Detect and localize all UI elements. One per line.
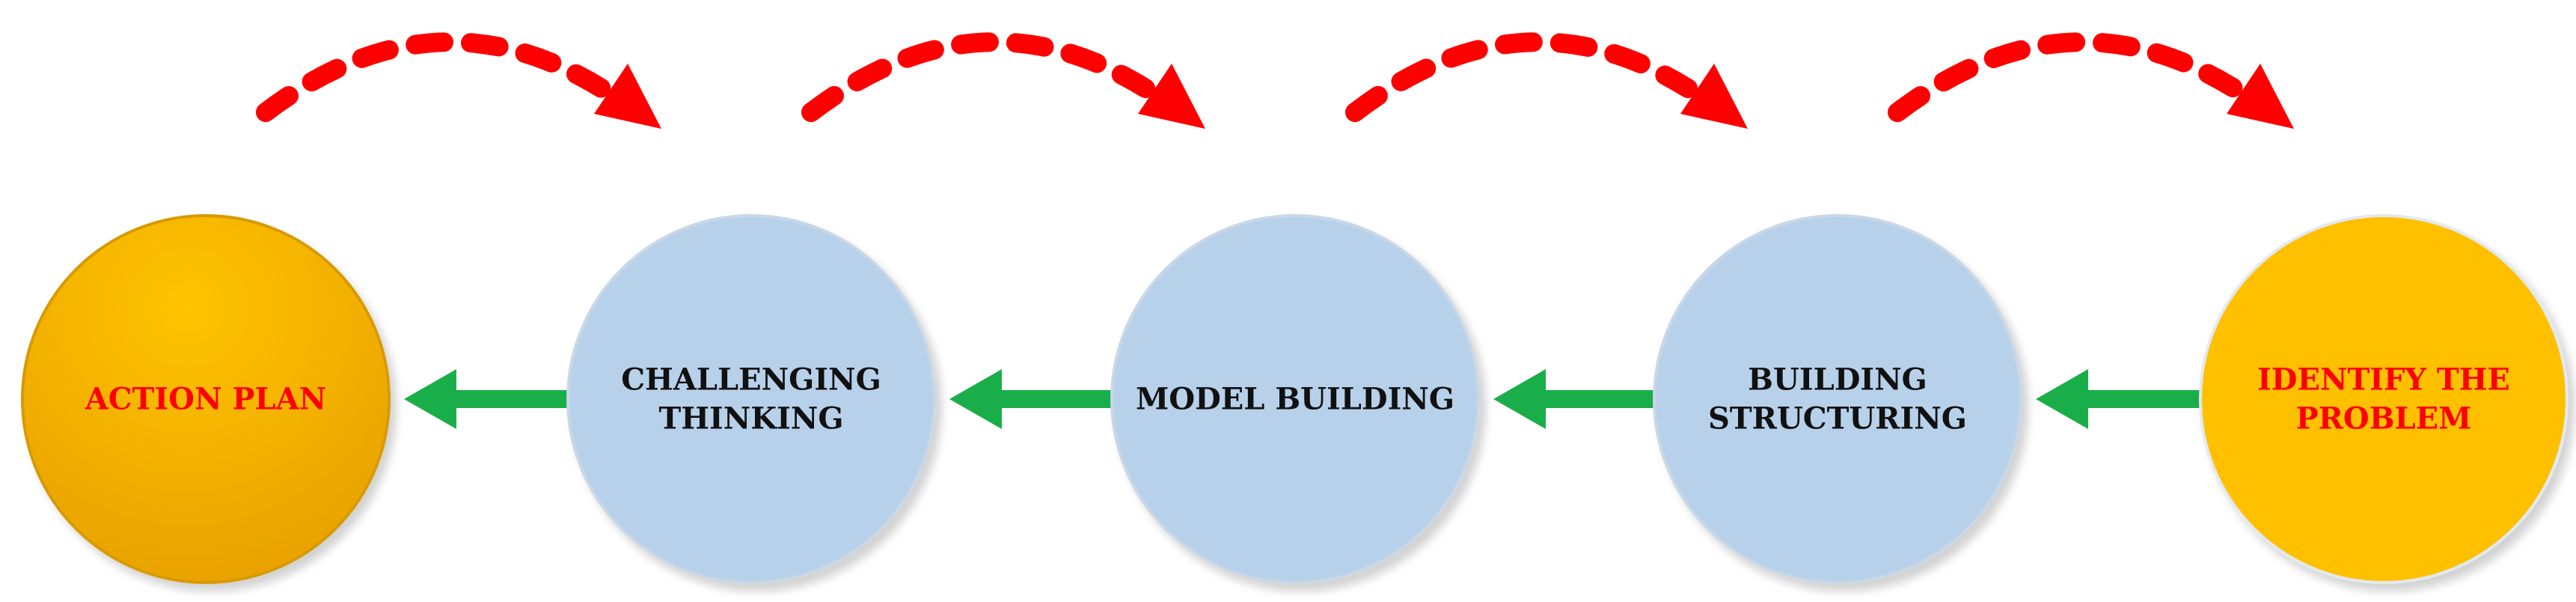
- node-circle-challenging-thinking: [566, 214, 936, 584]
- green-arrow-building-structuring-to-model-building: [1493, 369, 1671, 429]
- node-circle-building-structuring: [1653, 214, 2022, 584]
- red-arrow-challenging-thinking-to-model-building: [801, 32, 1205, 129]
- red-arrow-action-plan-to-challenging-thinking: [256, 32, 661, 129]
- red-arrow-model-building-to-building-structuring: [1345, 32, 1748, 129]
- node-action-plan: ACTION PLAN: [21, 214, 391, 584]
- node-circle-action-plan: [21, 214, 391, 584]
- node-label-identify-the-problem-line-1: IDENTIFY THE: [2257, 362, 2510, 398]
- node-label-building-structuring-line-2: STRUCTURING: [1708, 401, 1967, 437]
- node-label-action-plan-line-1: ACTION PLAN: [85, 382, 326, 417]
- node-label-identify-the-problem-line-2: PROBLEM: [2296, 401, 2472, 437]
- node-circle-identify-the-problem: [2199, 214, 2569, 584]
- node-model-building: MODEL BUILDING: [1110, 214, 1480, 584]
- node-label-challenging-thinking-line-1: CHALLENGING: [621, 362, 881, 398]
- green-arrow-model-building-to-challenging-thinking: [949, 369, 1128, 429]
- green-arrow-challenging-thinking-to-action-plan: [404, 369, 584, 429]
- node-label-building-structuring-line-1: BUILDING: [1748, 362, 1927, 398]
- green-arrow-identify-the-problem-to-building-structuring: [2036, 369, 2217, 429]
- green-arrows: [404, 369, 2217, 429]
- node-label-model-building-line-1: MODEL BUILDING: [1136, 382, 1454, 417]
- red-arrow-building-structuring-to-identify-the-problem: [1888, 32, 2294, 129]
- node-label-challenging-thinking-line-2: THINKING: [658, 401, 843, 437]
- red-dashed-arrows: [256, 32, 2294, 129]
- node-circle-model-building: [1110, 214, 1480, 584]
